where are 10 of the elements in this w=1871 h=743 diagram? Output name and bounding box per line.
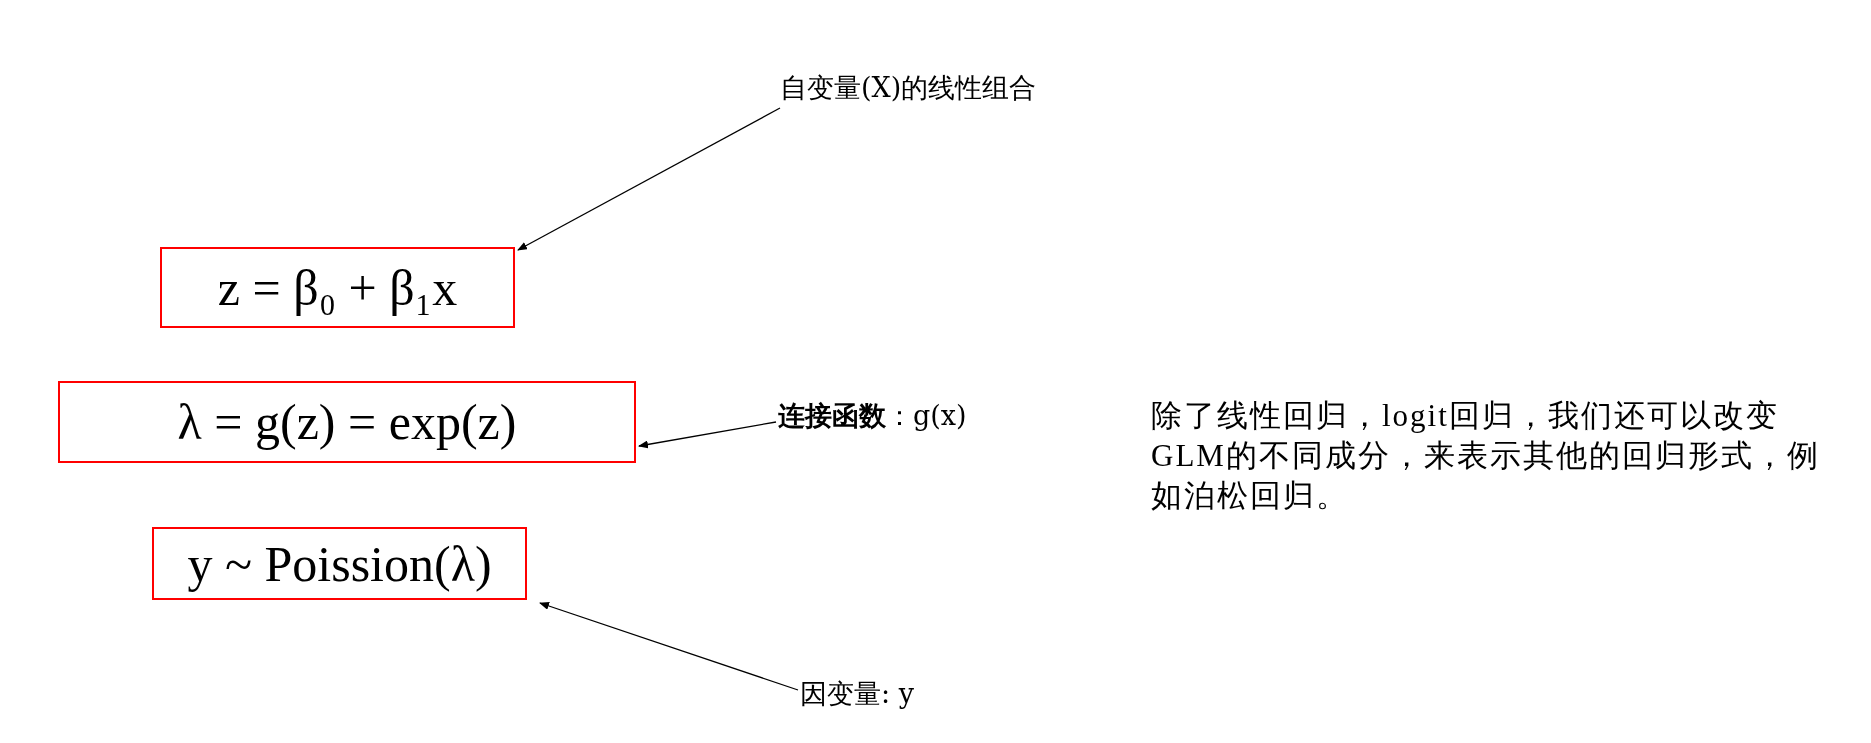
note-paragraph: 除了线性回归，logit回归，我们还可以改变GLM的不同成分，来表示其他的回归形式，例如泊松回归。 <box>1151 397 1821 515</box>
formula-box: z = β₀ + β₁x <box>160 247 515 328</box>
annotation-text: 连接函数：g(x) <box>778 394 1018 438</box>
arrow <box>517 107 781 251</box>
arrow <box>638 421 777 449</box>
annotation-text: 自变量(X)的线性组合 <box>780 66 1070 110</box>
formula-box: y ~ Poission(λ) <box>152 527 527 600</box>
formula-box: λ = g(z) = exp(z) <box>58 381 636 463</box>
annotation-text: 因变量: y <box>800 672 960 716</box>
arrow <box>539 602 799 691</box>
